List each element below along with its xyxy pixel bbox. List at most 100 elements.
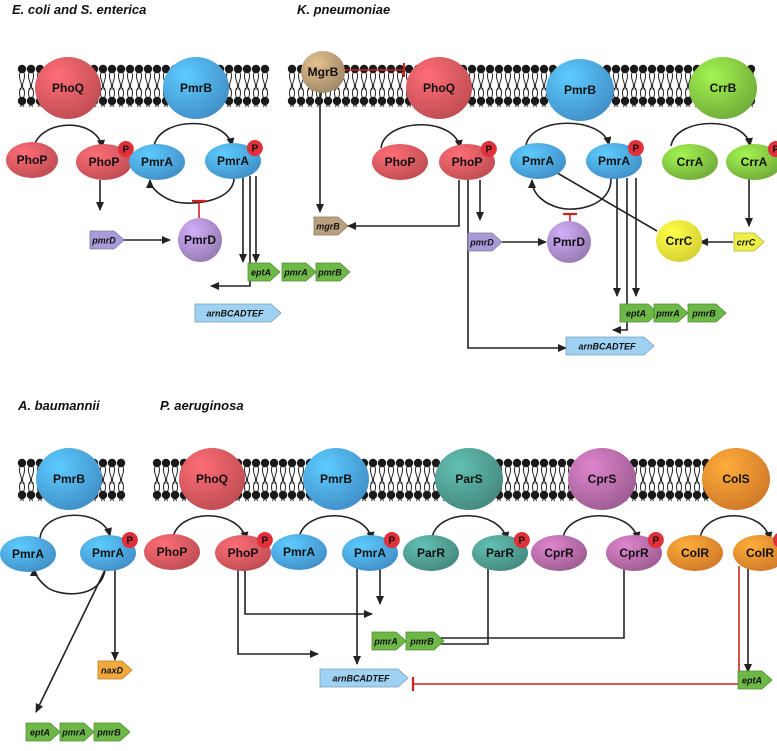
phosphate-icon: P — [627, 140, 644, 157]
gene-pmra-p-label: pmrA — [373, 637, 398, 647]
gene-epta-label: eptA — [251, 268, 271, 278]
gene-pmrd-k: pmrD — [467, 232, 503, 252]
phosphate-icon: P — [513, 532, 530, 549]
pmrb-sensor-label: PmrB — [180, 81, 212, 95]
phoq-sensor-label: PhoQ — [52, 81, 84, 95]
pars-sensor: ParS — [435, 448, 503, 510]
phosphotransfer-arrow — [153, 122, 235, 147]
cols-sensor-label: ColS — [722, 472, 749, 486]
cprr-regulator-label: CprR — [544, 546, 574, 560]
colr-regulator-label: ColR — [681, 546, 709, 560]
phoq-sensor-k: PhoQ — [406, 57, 472, 119]
svg-text:P: P — [262, 536, 269, 547]
pmrb-sensor-k-label: PmrB — [564, 83, 596, 97]
pmra-regulator-a-label: PmrA — [12, 547, 44, 561]
gene-crrc: crrC — [733, 232, 765, 252]
parr-regulator-label: ParR — [417, 546, 445, 560]
crrc-protein-label: CrrC — [666, 234, 693, 248]
svg-text:P: P — [127, 536, 134, 547]
phosphate-icon: P — [117, 141, 134, 158]
gene-pmrb-k: pmrB — [687, 303, 727, 323]
pmrb-sensor-p-label: PmrB — [320, 472, 352, 486]
gene-arnbcadtef-k: arnBCADTEF — [565, 336, 655, 356]
crra-regulator-label: CrrA — [677, 155, 704, 169]
gene-pmrb: pmrB — [315, 262, 351, 282]
phosphotransfer-arrow — [39, 514, 112, 539]
gene-mgrb: mgrB — [313, 216, 349, 236]
phosphate-icon: P — [647, 532, 664, 549]
gene-arnbcadtef: arnBCADTEF — [194, 303, 282, 323]
colr-phosphorylated: ColRP — [733, 533, 777, 571]
mgrb-protein-label: MgrB — [308, 65, 339, 79]
gene-epta-a-label: eptA — [30, 728, 50, 738]
panel-title-paeruginosa: P. aeruginosa — [160, 398, 244, 413]
crra-phosphorylated-label: CrrA — [741, 155, 768, 169]
panel-title-kpneumoniae: K. pneumoniae — [297, 2, 390, 17]
pmrb-sensor: PmrB — [163, 57, 229, 119]
gene-pmrd: pmrD — [89, 230, 125, 250]
pmrb-sensor-k: PmrB — [546, 59, 614, 121]
phosphotransfer-arrow — [32, 124, 105, 153]
parr-phosphorylated-label: ParR — [486, 546, 514, 560]
gene-pmrb-k-label: pmrB — [691, 309, 716, 319]
cprr-to-arn — [410, 566, 625, 642]
gene-mgrb-label: mgrB — [316, 222, 340, 232]
pmra-cycle-arrow — [30, 567, 106, 595]
phop-regulator-k-label: PhoP — [385, 155, 416, 169]
pmrd-protein: PmrD — [178, 218, 222, 262]
phosphotransfer-arrow — [172, 514, 249, 541]
phop-regulator-p-label: PhoP — [157, 545, 188, 559]
cols-sensor: ColS — [702, 448, 770, 510]
phosphate-icon: P — [773, 533, 777, 547]
gene-pmra-k: pmrA — [653, 303, 689, 323]
pmrb-sensor-a-label: PmrB — [53, 472, 85, 486]
phop-phosphorylated-k-label: PhoP — [452, 155, 483, 169]
gene-pmrb-p: pmrB — [405, 631, 445, 651]
membrane-kpneumoniae — [287, 64, 756, 108]
gene-pmrb-label: pmrB — [317, 268, 342, 278]
pmrd-protein-label: PmrD — [184, 233, 216, 247]
svg-text:P: P — [252, 144, 259, 155]
cprr-regulator: CprR — [531, 535, 587, 571]
phosphotransfer-arrow — [670, 122, 753, 147]
phop-phosphorylated-p-label: PhoP — [228, 546, 259, 560]
svg-text:P: P — [123, 145, 130, 156]
pmra-phosphorylated-label: PmrA — [217, 154, 249, 168]
gene-epta-p-label: eptA — [742, 676, 762, 686]
phop-regulator: PhoP — [6, 142, 58, 178]
phop-phosphorylated-label: PhoP — [89, 155, 120, 169]
gene-pmra: pmrA — [281, 262, 317, 282]
phop-to-arn-p — [237, 564, 319, 658]
gene-arnbcadtef-p-label: arnBCADTEF — [332, 674, 390, 684]
phosphotransfer-arrow — [298, 514, 375, 541]
phoq-sensor-p: PhoQ — [179, 448, 245, 510]
phoq-sensor-k-label: PhoQ — [423, 81, 455, 95]
pmra-regulator-k: PmrA — [510, 143, 566, 179]
pmra-phosphorylated-k-label: PmrA — [598, 154, 630, 168]
gene-crrc-label: crrC — [737, 238, 756, 248]
pmra-phosphorylated-p-label: PmrA — [354, 546, 386, 560]
phosphate-icon: P — [256, 532, 273, 549]
gene-pmra-a: pmrA — [59, 722, 95, 742]
colr-phosphorylated-label: ColR — [746, 546, 774, 560]
pmra-cycle-arrow — [528, 177, 612, 210]
svg-text:P: P — [633, 144, 640, 155]
panel-title-abaumannii: A. baumannii — [17, 398, 100, 413]
gene-naxd-label: naxD — [101, 666, 124, 676]
pmrd-protein-k: PmrD — [547, 221, 591, 263]
pmra-phosphorylated-a-label: PmrA — [92, 546, 124, 560]
gene-pmrd-label: pmrD — [91, 236, 116, 246]
membranes — [17, 64, 756, 502]
mgrb-protein: MgrB — [301, 51, 345, 93]
pmrd-protein-k-label: PmrD — [553, 235, 585, 249]
phosphate-icon: P — [121, 532, 138, 549]
pmra-regulator-p-label: PmrA — [283, 545, 315, 559]
gene-arnbcadtef-k-label: arnBCADTEF — [578, 342, 636, 352]
